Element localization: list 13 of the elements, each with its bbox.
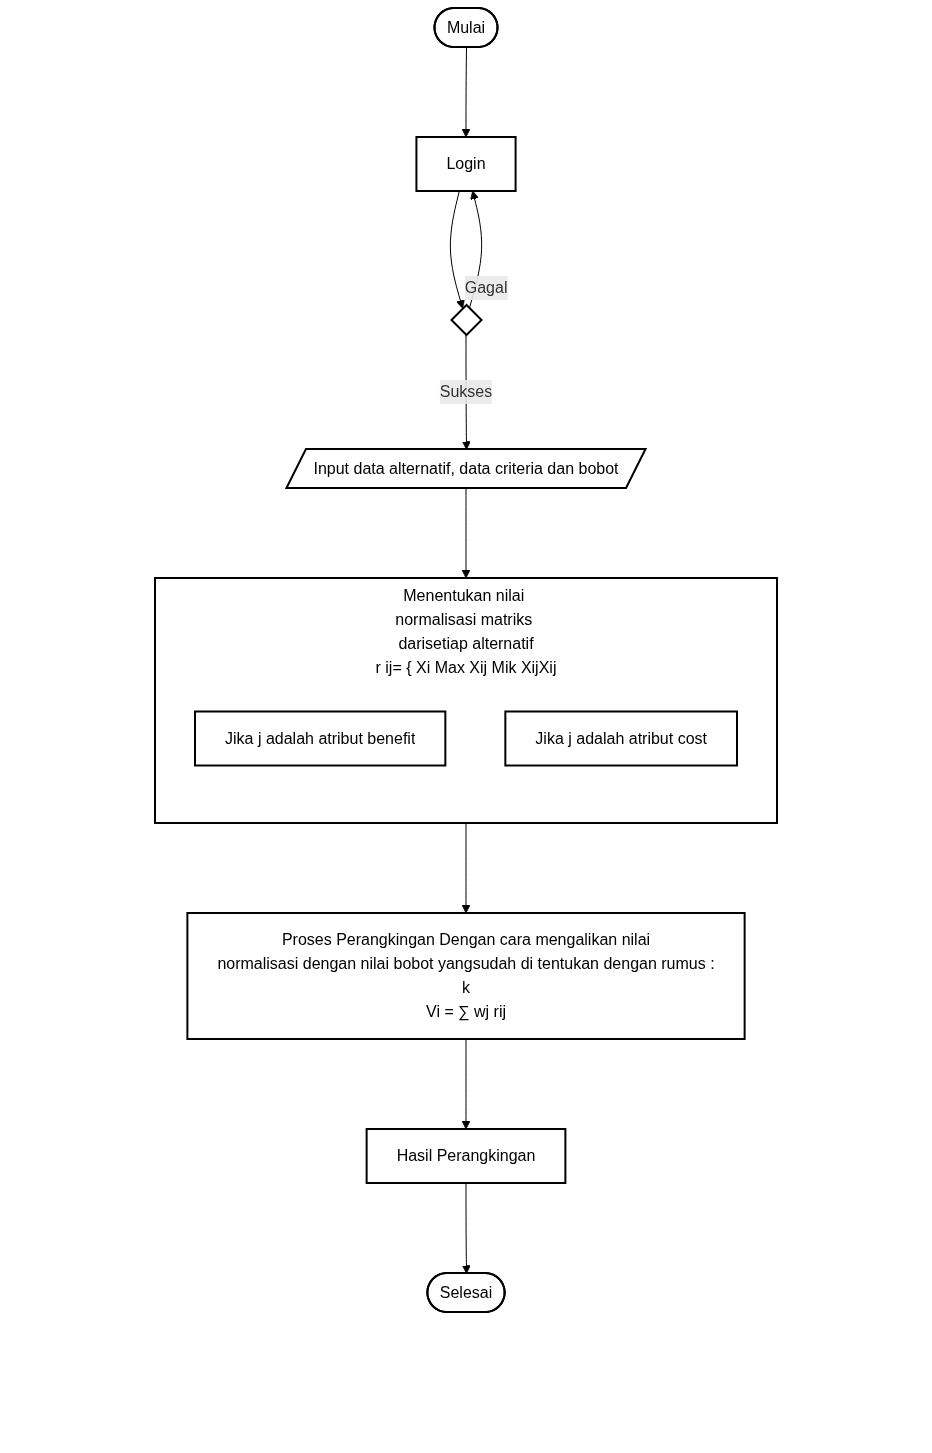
arrow (461, 1038, 471, 1130)
arrow (462, 1182, 471, 1274)
node-box: Jika j adalah atribut cost (504, 710, 738, 767)
edge-label: Sukses (439, 383, 493, 400)
node-box: Hasil Perangkingan (365, 1128, 567, 1184)
arrow (461, 822, 471, 914)
arrow (461, 47, 471, 138)
node-box: Login (415, 136, 517, 192)
edge-label: Gagal (464, 278, 508, 296)
node-box: Proses Perangkingan Dengan cara mengalikan nilai normalisasi dengan nilai bobot yangsudah di tentukan dengan rumus : k Vi = ∑ wj rij (186, 912, 746, 1040)
node-diamond (450, 303, 483, 337)
arrow (449, 190, 465, 309)
node-box: Jika j adalah atribut benefit (194, 710, 447, 767)
